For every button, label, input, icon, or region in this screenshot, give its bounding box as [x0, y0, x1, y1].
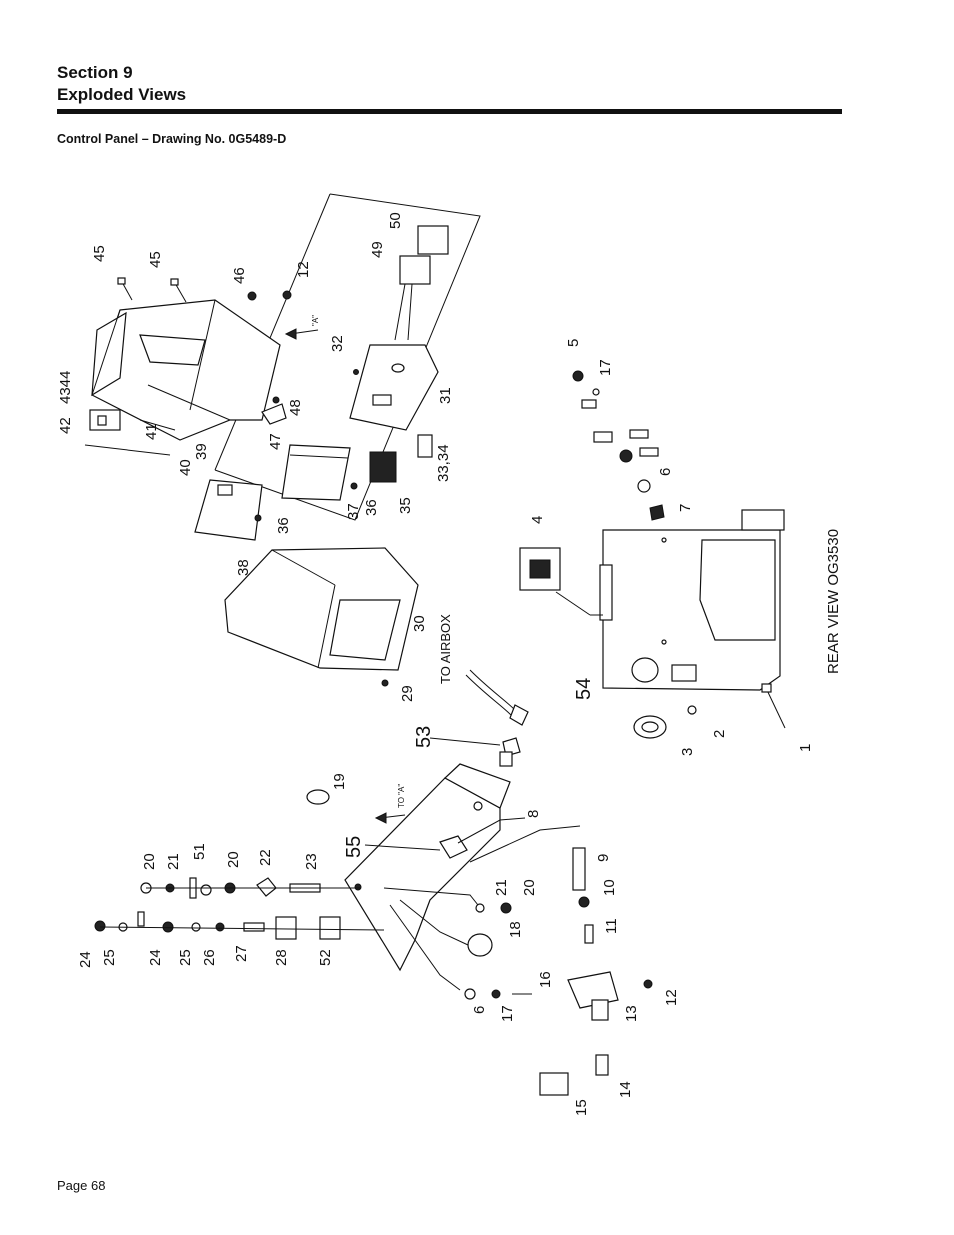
label-45a: 45	[91, 245, 108, 262]
label-1: 1	[797, 744, 814, 752]
regulator-assembly	[539, 847, 653, 1096]
label-18: 18	[507, 921, 524, 938]
label-52: 52	[317, 949, 334, 966]
label-9: 9	[595, 854, 612, 862]
label-23: 23	[303, 853, 320, 870]
hardware-stack	[94, 877, 385, 940]
label-47: 47	[267, 433, 284, 450]
control-box-assembly	[84, 193, 481, 687]
label-2: 2	[711, 730, 728, 738]
label-40: 40	[177, 459, 194, 476]
label-48: 48	[287, 399, 304, 416]
label-4: 4	[529, 516, 546, 524]
label-26: 26	[201, 949, 218, 966]
label-39: 39	[193, 443, 210, 460]
label-17-bottom: 17	[499, 1005, 516, 1022]
label-30: 30	[411, 615, 428, 632]
label-38: 38	[235, 559, 252, 576]
label-6-bottom: 6	[471, 1006, 488, 1014]
label-41: 41	[143, 423, 160, 440]
label-42: 42	[57, 417, 74, 434]
label-49: 49	[369, 241, 386, 258]
label-7: 7	[677, 504, 694, 512]
label-25a: 25	[101, 949, 118, 966]
page-number: Page 68	[57, 1178, 106, 1193]
rear-view-label: REAR VIEW OG3530	[825, 529, 842, 674]
label-12-top: 12	[295, 261, 312, 278]
label-8: 8	[525, 810, 542, 818]
label-51: 51	[191, 843, 208, 860]
label-21: 21	[165, 853, 182, 870]
label-32: 32	[329, 335, 346, 352]
label-24a: 24	[77, 951, 94, 968]
to-a-label: TO "A"	[397, 784, 406, 808]
drawing-number: 0G5489-D	[228, 132, 287, 146]
label-50: 50	[387, 212, 404, 229]
label-55: 55	[343, 836, 365, 858]
label-17-top: 17	[597, 359, 614, 376]
label-15: 15	[573, 1099, 590, 1116]
label-54: 54	[573, 678, 595, 700]
label-24b: 24	[147, 949, 164, 966]
label-53: 53	[413, 726, 435, 748]
label-45b: 45	[147, 251, 164, 268]
label-3: 3	[679, 748, 696, 756]
label-11: 11	[603, 918, 620, 934]
label-6-top: 6	[657, 468, 674, 476]
label-16: 16	[537, 971, 554, 988]
label-37: 37	[345, 503, 362, 520]
label-31: 31	[437, 387, 454, 404]
label-36a: 36	[363, 499, 380, 516]
view-a-label: "A"	[311, 315, 320, 326]
header-rule	[57, 109, 842, 114]
label-5: 5	[565, 339, 582, 347]
label-4344: 4344	[57, 371, 74, 404]
label-19: 19	[331, 773, 348, 790]
rear-bracket-assembly	[519, 370, 786, 739]
label-27: 27	[233, 945, 250, 962]
section-number: Section 9	[57, 63, 133, 82]
label-29: 29	[399, 685, 416, 702]
to-airbox-label: TO AIRBOX	[438, 614, 453, 684]
label-36b: 36	[275, 517, 292, 534]
mounting-plate-assembly	[306, 669, 581, 1000]
label-33-34: 33,34	[435, 444, 452, 482]
section-title: Exploded Views	[57, 85, 187, 104]
label-21-right: 21	[493, 879, 510, 896]
label-10: 10	[601, 879, 618, 896]
section-header: Section 9 Exploded Views	[57, 62, 186, 106]
label-46: 46	[231, 267, 248, 284]
label-14: 14	[617, 1081, 634, 1098]
label-22: 22	[257, 849, 274, 866]
label-20-right: 20	[521, 879, 538, 896]
label-20a: 20	[141, 853, 158, 870]
label-28: 28	[273, 949, 290, 966]
label-13: 13	[623, 1005, 640, 1022]
label-35: 35	[397, 497, 414, 514]
caption-prefix: Control Panel – Drawing No.	[57, 132, 229, 146]
label-20b: 20	[225, 851, 242, 868]
part-labels: 45 45 46 12 50 49 32 31 4344 42 41 40 39…	[57, 212, 842, 1116]
drawing-caption: Control Panel – Drawing No. 0G5489-D	[57, 132, 286, 146]
label-25b: 25	[177, 949, 194, 966]
label-12-bottom: 12	[663, 989, 680, 1006]
